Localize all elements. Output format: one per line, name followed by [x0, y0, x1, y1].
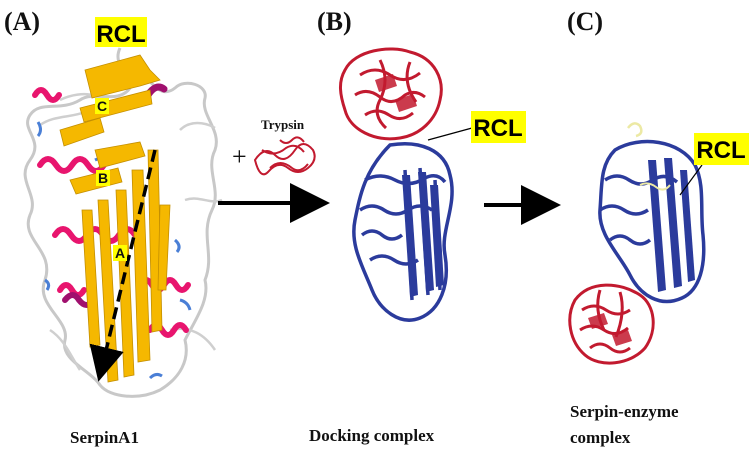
rcl-highlight-c: [694, 133, 749, 165]
panel-a: (A) RCL: [4, 7, 223, 447]
ligand-shape: [627, 122, 643, 138]
rcl-highlight-b: [471, 111, 526, 143]
serpina1-structure: C B A: [23, 47, 223, 398]
trypsin-structure: [253, 136, 316, 176]
rcl-label-c: RCL: [696, 137, 745, 164]
rcl-label-a: RCL: [96, 21, 145, 48]
caption-c-line1: Serpin-enzyme: [570, 402, 679, 421]
rcl-label-b: RCL: [473, 115, 522, 142]
trypsin-docked: [339, 47, 443, 141]
panel-c-label: (C): [567, 7, 603, 36]
panel-a-label: (A): [4, 7, 40, 36]
caption-a: SerpinA1: [70, 428, 139, 447]
panel-b: (B) RCL Docking complex: [309, 7, 526, 445]
trypsin-reagent: Trypsin +: [232, 117, 316, 176]
trypsin-label: Trypsin: [261, 117, 305, 132]
sheet-a-label: A: [115, 245, 125, 261]
panel-b-label: (B): [317, 7, 352, 36]
rcl-highlight-a: [95, 17, 147, 47]
caption-c-line2: complex: [570, 428, 631, 447]
sheet-b-label: B: [98, 170, 108, 186]
panel-c: (C) RCL Serpin-enzyme: [567, 7, 749, 447]
plus-sign: +: [232, 142, 247, 171]
trypsin-complexed: [568, 283, 655, 365]
sheet-c-label: C: [97, 98, 107, 114]
caption-b: Docking complex: [309, 426, 435, 445]
